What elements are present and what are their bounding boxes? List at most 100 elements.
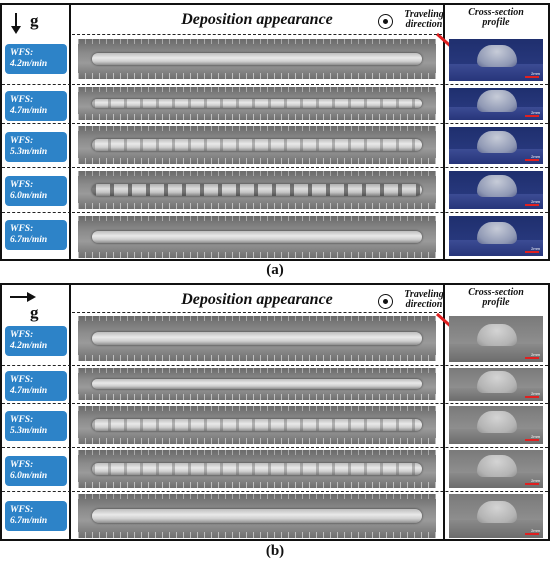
wfs-column-b (2, 285, 71, 539)
cross-section-column-a (443, 5, 548, 259)
wfs-label: WFS: (10, 224, 34, 234)
wfs-label: WFS: (10, 136, 34, 146)
down-arrow-icon (11, 13, 21, 34)
dashed-separator (2, 167, 71, 168)
out-of-plane-dot-icon (378, 294, 393, 309)
deposition-appearance-title: Deposition appearance (181, 291, 333, 308)
direction-word: direction (405, 19, 443, 30)
scale-label: 2mm (531, 246, 540, 251)
wfs-label: WFS: (10, 505, 34, 515)
deposition-photo (78, 216, 436, 258)
caption-b: (b) (265, 543, 285, 559)
wfs-column-a (2, 5, 71, 259)
wfs-badge-4-7: WFS: 4.7m/min (5, 371, 67, 401)
cross-section-title: Cross-section profile (446, 8, 546, 28)
gravity-label: g (30, 303, 39, 322)
scale-label: 2mm (531, 434, 540, 439)
wfs-value: 4.7m/min (10, 106, 48, 116)
deposition-photo (78, 316, 436, 361)
cross-section-photo: 2mm (449, 494, 543, 538)
dashed-separator (2, 123, 71, 124)
cross-section-photo: 2mm (449, 88, 543, 120)
cross-section-title: Cross-section profile (446, 288, 546, 308)
deposition-photo (78, 171, 436, 209)
cross-section-photo: 2mm (449, 406, 543, 444)
out-of-plane-dot-icon (378, 14, 393, 29)
traveling-word: Traveling (404, 289, 444, 300)
dashed-separator (2, 447, 71, 448)
dashed-separator (72, 365, 548, 366)
cross-section-word: Cross-section (468, 287, 524, 298)
deposition-photo (78, 39, 436, 79)
gravity-indicator-b: g (8, 289, 68, 323)
deposition-photo (78, 87, 436, 120)
cross-section-photo: 2mm (449, 127, 543, 164)
wfs-value: 5.3m/min (10, 426, 48, 436)
traveling-word: Traveling (404, 9, 444, 20)
wfs-badge-5-3: WFS: 5.3m/min (5, 132, 67, 162)
traveling-direction-label: Traveling direction (400, 290, 448, 310)
scale-label: 2mm (531, 154, 540, 159)
profile-word: profile (482, 17, 510, 28)
gravity-label: g (30, 11, 39, 30)
wfs-label: WFS: (10, 48, 34, 58)
gravity-indicator-a: g (10, 11, 70, 37)
dashed-separator (72, 312, 442, 313)
dashed-separator (72, 34, 442, 35)
deposition-photo (78, 494, 436, 538)
wfs-value: 6.7m/min (10, 235, 48, 245)
wfs-badge-6-7: WFS: 6.7m/min (5, 220, 67, 250)
dashed-separator (2, 212, 71, 213)
scale-label: 2mm (531, 478, 540, 483)
scale-label: 2mm (531, 352, 540, 357)
dashed-separator (72, 212, 548, 213)
dashed-separator (72, 447, 548, 448)
scale-label: 2mm (531, 71, 540, 76)
scale-label: 2mm (531, 391, 540, 396)
deposition-photo (78, 126, 436, 164)
dashed-separator (72, 84, 548, 85)
wfs-value: 4.2m/min (10, 341, 48, 351)
scale-label: 2mm (531, 199, 540, 204)
wfs-label: WFS: (10, 180, 34, 190)
dashed-separator (72, 123, 548, 124)
cross-section-photo: 2mm (449, 368, 543, 401)
wfs-label: WFS: (10, 460, 34, 470)
wfs-badge-6-7: WFS: 6.7m/min (5, 501, 67, 531)
profile-word: profile (482, 297, 510, 308)
cross-section-word: Cross-section (468, 7, 524, 18)
deposition-photo (78, 450, 436, 488)
dashed-separator (72, 403, 548, 404)
scale-label: 2mm (531, 528, 540, 533)
dashed-separator (2, 365, 71, 366)
wfs-value: 4.7m/min (10, 386, 48, 396)
dashed-separator (2, 84, 71, 85)
wfs-badge-4-2: WFS: 4.2m/min (5, 44, 67, 74)
wfs-value: 6.0m/min (10, 471, 48, 481)
caption-a: (a) (266, 262, 284, 278)
dashed-separator (2, 403, 71, 404)
wfs-value: 6.0m/min (10, 191, 48, 201)
wfs-label: WFS: (10, 415, 34, 425)
cross-section-photo: 2mm (449, 316, 543, 362)
dashed-separator (72, 167, 548, 168)
wfs-value: 6.7m/min (10, 516, 48, 526)
wfs-label: WFS: (10, 330, 34, 340)
panel-b: g Deposition appearance Traveling direct… (0, 283, 550, 541)
dashed-separator (72, 491, 548, 492)
cross-section-photo: 2mm (449, 39, 543, 81)
cross-section-photo: 2mm (449, 171, 543, 209)
wfs-label: WFS: (10, 375, 34, 385)
wfs-label: WFS: (10, 95, 34, 105)
wfs-badge-6-0: WFS: 6.0m/min (5, 456, 67, 486)
right-arrow-icon (10, 292, 36, 302)
cross-section-column-b (443, 285, 548, 539)
deposition-appearance-title: Deposition appearance (181, 11, 333, 28)
wfs-badge-4-7: WFS: 4.7m/min (5, 91, 67, 121)
dashed-separator (2, 491, 71, 492)
wfs-badge-6-0: WFS: 6.0m/min (5, 176, 67, 206)
wfs-value: 4.2m/min (10, 59, 48, 69)
panel-a: g Deposition appearance Traveling direct… (0, 3, 550, 261)
wfs-value: 5.3m/min (10, 147, 48, 157)
deposition-photo (78, 368, 436, 400)
